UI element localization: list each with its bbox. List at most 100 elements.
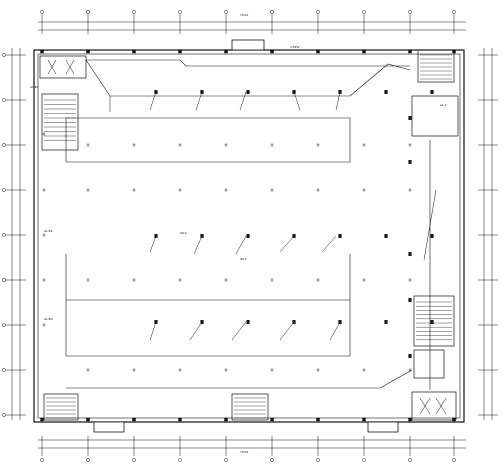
circuit-homerun bbox=[279, 321, 295, 341]
wall-column bbox=[132, 417, 136, 422]
wall-column bbox=[178, 417, 182, 422]
left-axis-bubble bbox=[2, 323, 6, 327]
bottom-wall-notch-left bbox=[93, 421, 125, 433]
top-axis-bubble bbox=[270, 10, 274, 14]
light-fixture-box bbox=[246, 234, 250, 238]
light-fixture-box bbox=[338, 90, 342, 94]
top-right-stair bbox=[417, 49, 455, 83]
light-fixtures bbox=[42, 90, 434, 372]
right-mid-stair bbox=[413, 295, 455, 347]
right-electrical-room bbox=[411, 95, 459, 137]
left-axis-bubble bbox=[2, 98, 6, 102]
left-panel-tag-1: AL-B1 bbox=[30, 85, 39, 89]
equipment-x bbox=[435, 397, 447, 415]
middle-drive-lane bbox=[65, 254, 351, 301]
circuit-homerun bbox=[195, 91, 203, 111]
wall-column bbox=[408, 49, 412, 54]
wall-column bbox=[316, 417, 320, 422]
light-fixture-box bbox=[408, 354, 412, 358]
light-fixture-box bbox=[154, 90, 158, 94]
top-wall-notch bbox=[231, 39, 265, 51]
left-panel-tag-3: AL-B3 bbox=[44, 317, 53, 321]
light-fixture-box bbox=[292, 234, 296, 238]
equipment-x bbox=[65, 59, 75, 75]
left-axis-bubble bbox=[2, 53, 6, 57]
top-overall-dimension: 72000 bbox=[240, 14, 249, 17]
top-left-equipment-room bbox=[39, 55, 87, 79]
equipment-x bbox=[419, 397, 431, 415]
light-fixture-box bbox=[430, 234, 434, 238]
circuit-homerun bbox=[189, 321, 203, 341]
bottom-left-stair bbox=[43, 393, 79, 421]
circuit-homerun bbox=[235, 235, 247, 255]
wall-column bbox=[132, 49, 136, 54]
light-fixture-box bbox=[246, 320, 250, 324]
top-axis-bubble bbox=[178, 10, 182, 14]
light-fixture-box bbox=[200, 90, 204, 94]
circuit-homerun bbox=[231, 321, 247, 341]
circuit-homerun bbox=[335, 91, 341, 111]
bottom-right-equipment-room bbox=[411, 391, 457, 421]
lighting-circuits bbox=[65, 59, 437, 390]
wall-column bbox=[316, 49, 320, 54]
bottom-axis-bubble bbox=[270, 458, 274, 462]
bottom-wall-notch-right bbox=[367, 421, 399, 433]
left-axis-bubble bbox=[2, 413, 6, 417]
building-walls bbox=[33, 39, 465, 433]
light-fixture-box bbox=[408, 160, 412, 164]
top-axis-bubble bbox=[86, 10, 90, 14]
top-axis-bubble bbox=[408, 10, 412, 14]
top-left-stair bbox=[41, 93, 79, 151]
light-fixture-box bbox=[384, 90, 388, 94]
circuit-homerun bbox=[329, 321, 341, 341]
left-axis-bubble bbox=[2, 233, 6, 237]
left-axis-bubble bbox=[2, 188, 6, 192]
bottom-axis-bubble bbox=[452, 458, 456, 462]
stair-and-equipment-rooms bbox=[39, 49, 459, 421]
left-panel-tag-2: AL-B2 bbox=[44, 229, 53, 233]
bottom-axis-bubble bbox=[86, 458, 90, 462]
top-axis-bubble bbox=[132, 10, 136, 14]
light-fixture-box bbox=[408, 116, 412, 120]
lower-drive-lane bbox=[65, 300, 351, 357]
bottom-axis-bubble bbox=[178, 458, 182, 462]
mid-circuit-tag: WL2 bbox=[180, 231, 187, 235]
wall-column bbox=[40, 417, 44, 422]
light-fixture-box bbox=[408, 252, 412, 256]
bottom-axis-bubble bbox=[224, 458, 228, 462]
circuit-homerun bbox=[193, 235, 203, 255]
wall-column bbox=[270, 49, 274, 54]
circuit-homerun bbox=[239, 91, 247, 111]
equipment-x bbox=[47, 59, 57, 75]
bottom-axis-bubble bbox=[40, 458, 44, 462]
light-fixture-box bbox=[384, 320, 388, 324]
circuit-homerun bbox=[279, 235, 295, 253]
wall-column bbox=[408, 417, 412, 422]
wall-column bbox=[40, 49, 44, 54]
wall-column bbox=[362, 49, 366, 54]
dimension-lines bbox=[2, 10, 498, 462]
circuit-homerun bbox=[149, 235, 157, 253]
wall-column bbox=[270, 417, 274, 422]
wall-column bbox=[224, 417, 228, 422]
circuit-homerun bbox=[149, 321, 157, 341]
bottom-overall-dimension: 72000 bbox=[240, 451, 249, 454]
wall-column bbox=[362, 417, 366, 422]
left-axis-bubble bbox=[2, 278, 6, 282]
light-fixture-box bbox=[338, 234, 342, 238]
right-branch bbox=[423, 189, 437, 261]
light-fixture-box bbox=[430, 320, 434, 324]
top-axis-bubble bbox=[452, 10, 456, 14]
top-main-run bbox=[86, 59, 410, 67]
circuit-homerun bbox=[293, 91, 301, 111]
light-fixture-box bbox=[246, 90, 250, 94]
top-right-load-tag: 2.8kW bbox=[290, 45, 300, 49]
light-fixture-box bbox=[292, 90, 296, 94]
top-axis-bubble bbox=[40, 10, 44, 14]
wall-column bbox=[86, 417, 90, 422]
circuit-homerun bbox=[149, 91, 157, 111]
wall-column bbox=[224, 49, 228, 54]
wall-column bbox=[452, 417, 456, 422]
light-fixture-box bbox=[408, 298, 412, 302]
